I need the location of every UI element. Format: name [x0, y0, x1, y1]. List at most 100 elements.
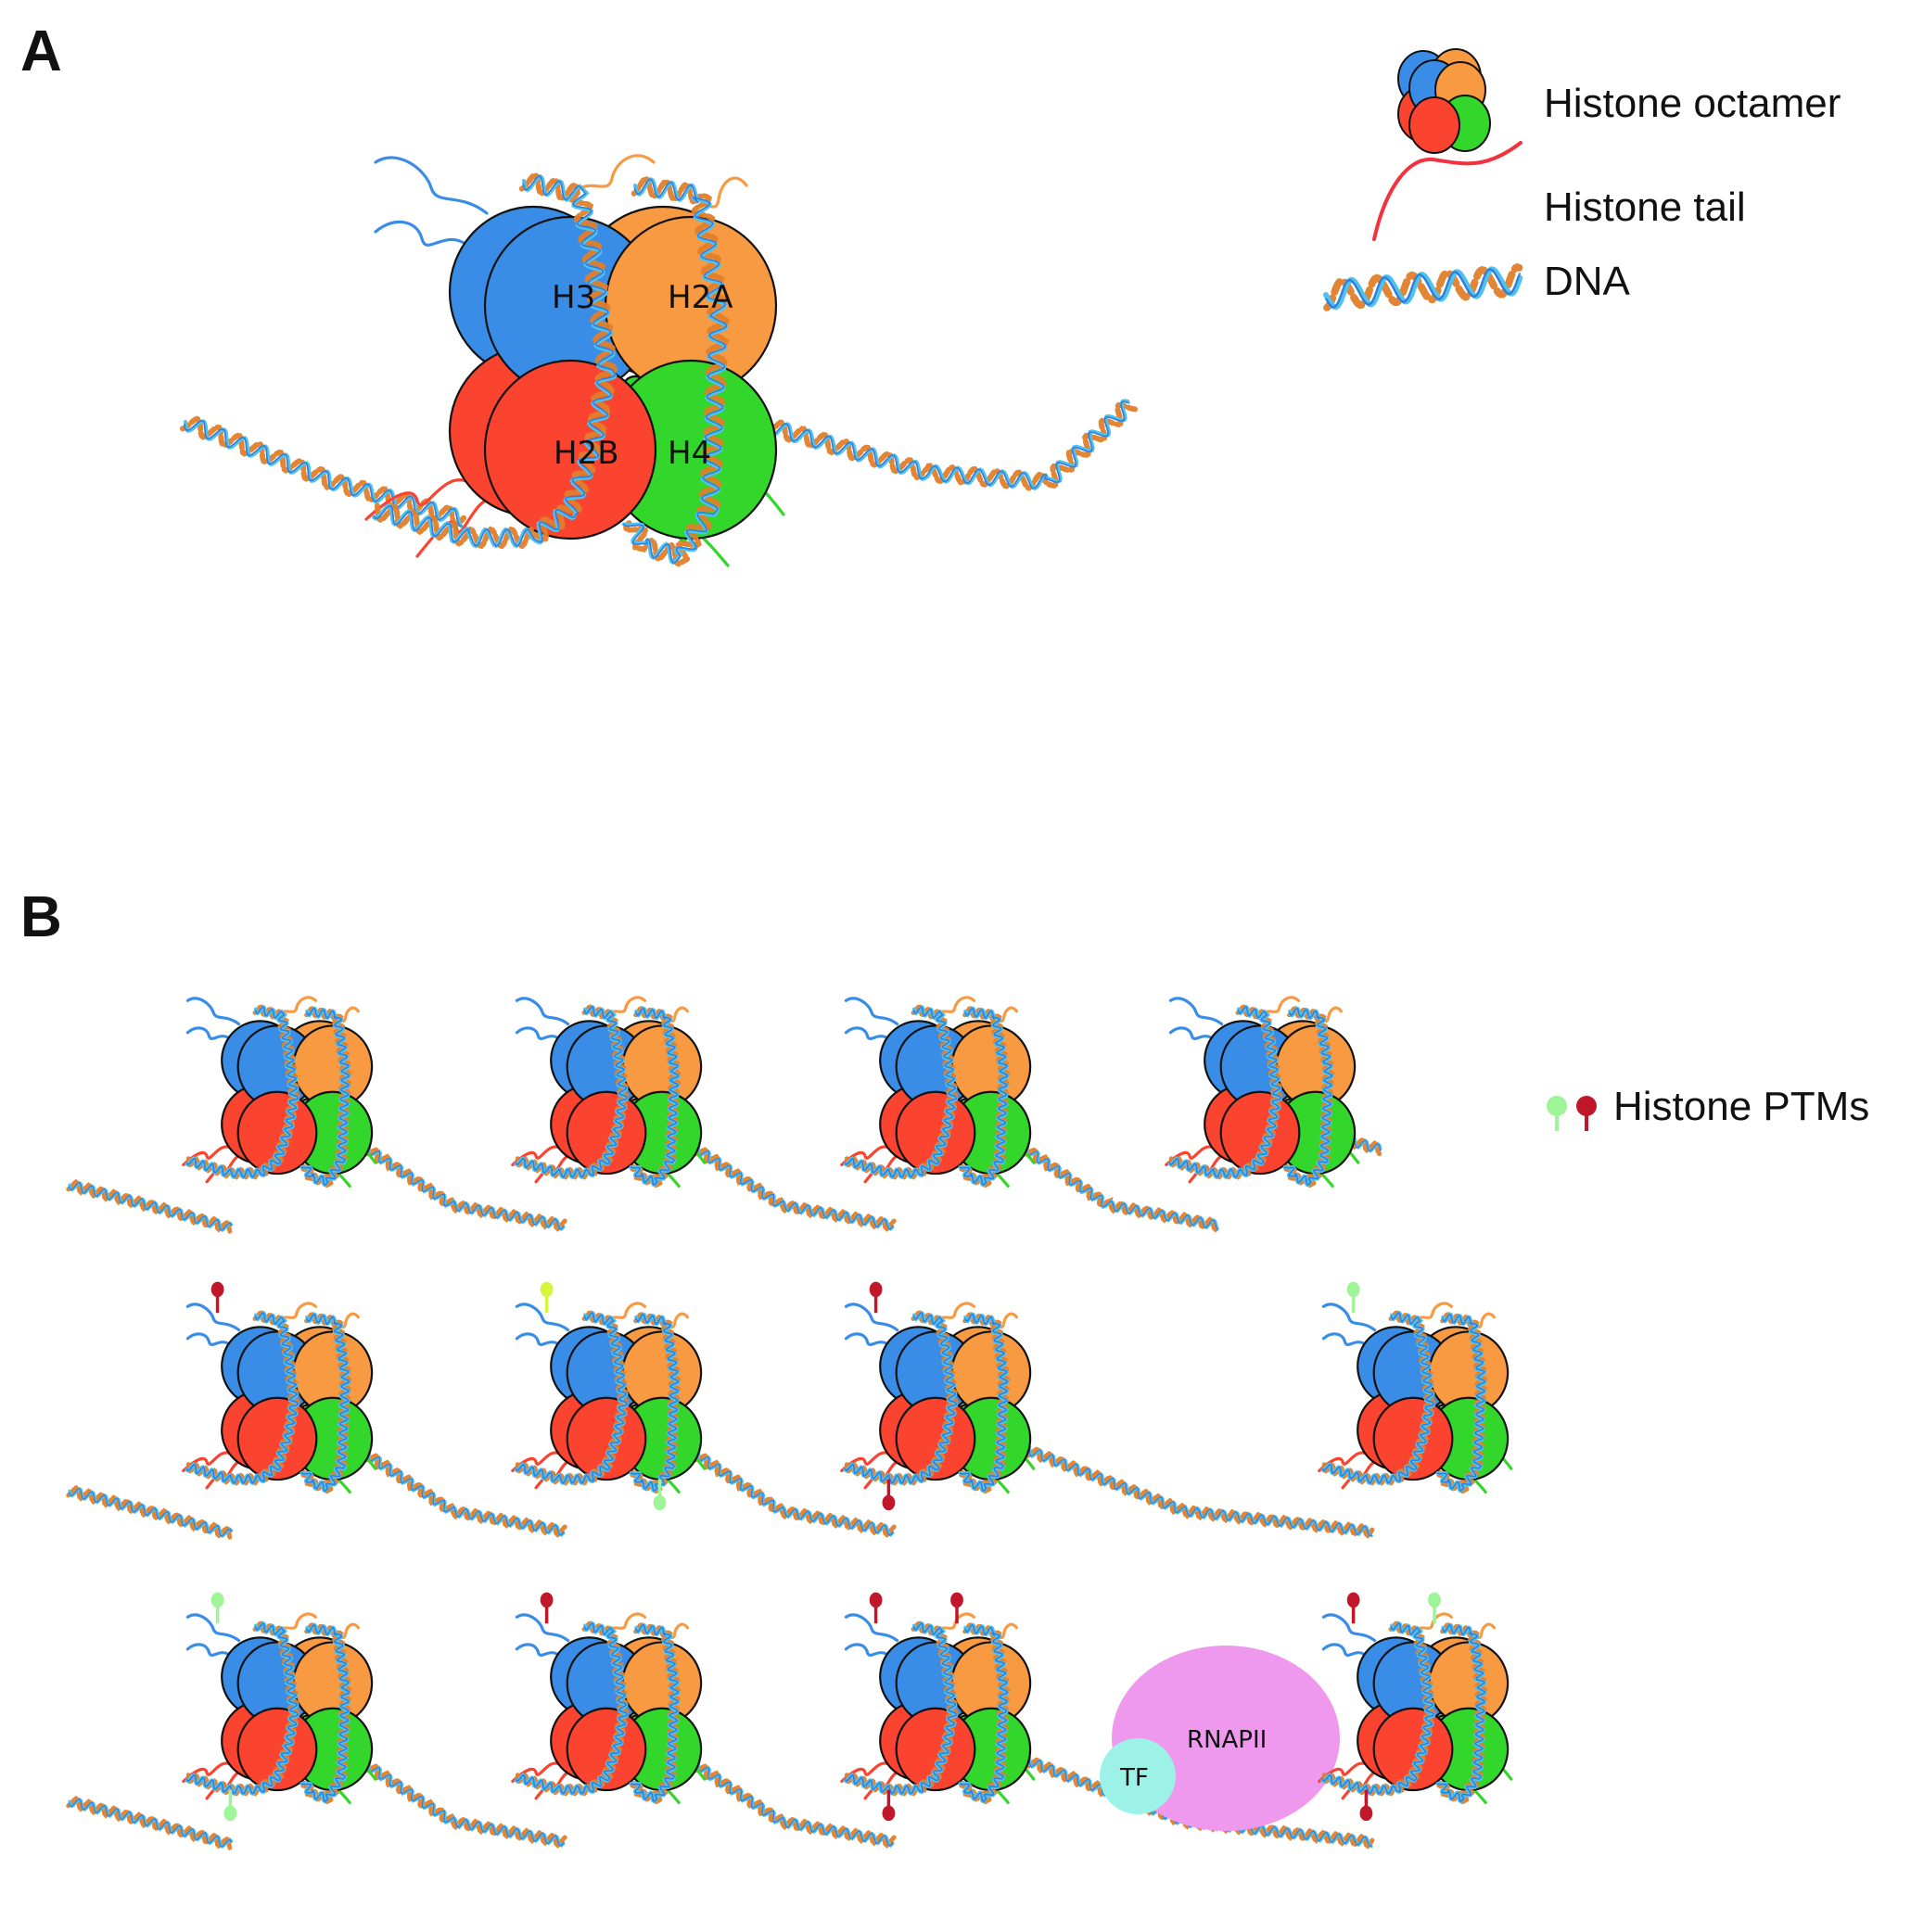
dna-wrap-front [843, 1620, 960, 1797]
nucleosome-row1-slot1 [182, 996, 377, 1188]
dna-wrap-front [372, 172, 619, 550]
dna-backbone [675, 1752, 894, 1847]
dna-backbone [346, 1442, 565, 1536]
ptm-marker-red [869, 1281, 883, 1314]
h3-tail-top [515, 1613, 570, 1643]
label-h4: H4 [668, 435, 711, 472]
chromatin-row-2 [66, 1281, 1513, 1540]
linker-dna [671, 1438, 897, 1538]
legend-label-dna: DNA [1544, 259, 1631, 304]
ptm-head [1428, 1592, 1441, 1608]
dna-wrap-back [958, 1621, 1011, 1805]
ptm-marker-green [653, 1479, 667, 1511]
h2b-front [895, 1090, 976, 1176]
dna-wrap-back [1282, 1005, 1335, 1188]
dna-wrap-back [1435, 1621, 1488, 1805]
dna-backbone [1321, 1312, 1434, 1484]
h2a-tail-top [934, 1302, 976, 1323]
dna-backbone [623, 178, 728, 564]
legend-panel-a: Histone octamer Histone tail DNA [1323, 48, 1841, 311]
h2b-front [1219, 1090, 1301, 1176]
legend-label-histone-octamer: Histone octamer [1544, 81, 1841, 126]
ptm-marker-red [210, 1281, 224, 1314]
dna-backbone [346, 1136, 565, 1230]
h2b-front [566, 1707, 647, 1792]
h3-tail-top [1321, 1613, 1377, 1643]
h3-tail-top [185, 1303, 241, 1332]
dna-strand-blue [1004, 1439, 1373, 1538]
h3-tail-top [1168, 997, 1224, 1026]
ptm-marker-red [1359, 1789, 1373, 1822]
h3-tail-lower [185, 1332, 232, 1347]
ptm-marker-red [1346, 1592, 1360, 1624]
h2a-tail-top [1411, 1302, 1454, 1323]
panel-b-letter: B [20, 885, 62, 949]
dna-strand-orange [1001, 1436, 1375, 1539]
dna-backbone [185, 1312, 299, 1484]
linker-dna [1001, 1436, 1375, 1539]
ptm-head [223, 1805, 237, 1822]
dna-backbone [185, 1006, 299, 1178]
tail-glyph [1372, 141, 1522, 241]
nucleosome-row3-slot3 [840, 1592, 1036, 1822]
panel-a-letter: A [20, 19, 62, 83]
dna-backbone [844, 1622, 957, 1795]
h2b-front [1372, 1396, 1454, 1481]
h3-tail-lower [844, 1643, 890, 1658]
dna-wrap-back [299, 1311, 352, 1494]
dna-backbone [1321, 1622, 1434, 1795]
ptm-head [869, 1281, 883, 1298]
linker-dna-left [180, 415, 467, 528]
ptm-marker-red [540, 1592, 554, 1624]
dna-backbone [346, 1752, 565, 1847]
ptm-head-red [1576, 1096, 1597, 1116]
dna-backbone [675, 1442, 894, 1536]
dna-backbone [373, 175, 616, 547]
h3-tail-top [844, 1613, 899, 1643]
dna-wrap-front [514, 1620, 631, 1797]
h2b-front [895, 1707, 976, 1792]
dna-strand-blue [372, 173, 618, 549]
ptm-head [882, 1494, 896, 1511]
ptm-head [950, 1592, 963, 1608]
ptm-marker-green [223, 1789, 237, 1822]
linker-dna [342, 1438, 567, 1538]
dna-strand-blue [621, 177, 729, 566]
dna-strand-orange [764, 401, 1139, 491]
h3-tail-top [1321, 1303, 1377, 1332]
dna-backbone [630, 1313, 680, 1492]
h2a-tail-top [605, 1302, 647, 1323]
dna-backbone [630, 1007, 680, 1186]
h2b-front [566, 1090, 647, 1176]
dna-wrap-back [958, 1005, 1011, 1188]
h2b-tail-upper [364, 478, 470, 521]
dna-backbone [768, 400, 1130, 489]
dna-wrap-front [1167, 1003, 1284, 1180]
ptm-head [653, 1494, 667, 1511]
dna-backbone [1004, 1136, 1218, 1231]
label-h2b: H2B [554, 435, 619, 472]
dna-wrap-front [185, 1003, 301, 1180]
dna-backbone [515, 1622, 628, 1795]
dna-backbone [185, 1622, 299, 1795]
dna-strand-orange [1000, 1132, 1220, 1233]
ptm-head [1346, 1281, 1360, 1298]
h3-tail-top [844, 1303, 899, 1332]
ptm-head [1346, 1592, 1360, 1608]
dna-backbone [515, 1312, 628, 1484]
h2a-tail-top [934, 996, 976, 1017]
dna-wrap-back [621, 175, 731, 567]
ptm-head [869, 1592, 883, 1608]
h2a-tail-top [275, 1302, 318, 1323]
dna-backbone [959, 1313, 1009, 1492]
linker-dna [66, 1795, 234, 1850]
ptm-marker-yellow [540, 1281, 554, 1314]
h3-tail-top [374, 156, 489, 215]
dna-backbone [630, 1623, 680, 1802]
dna-wrap-front [843, 1309, 960, 1486]
dna-backbone [959, 1623, 1009, 1802]
h3-tail-lower [1321, 1332, 1368, 1347]
